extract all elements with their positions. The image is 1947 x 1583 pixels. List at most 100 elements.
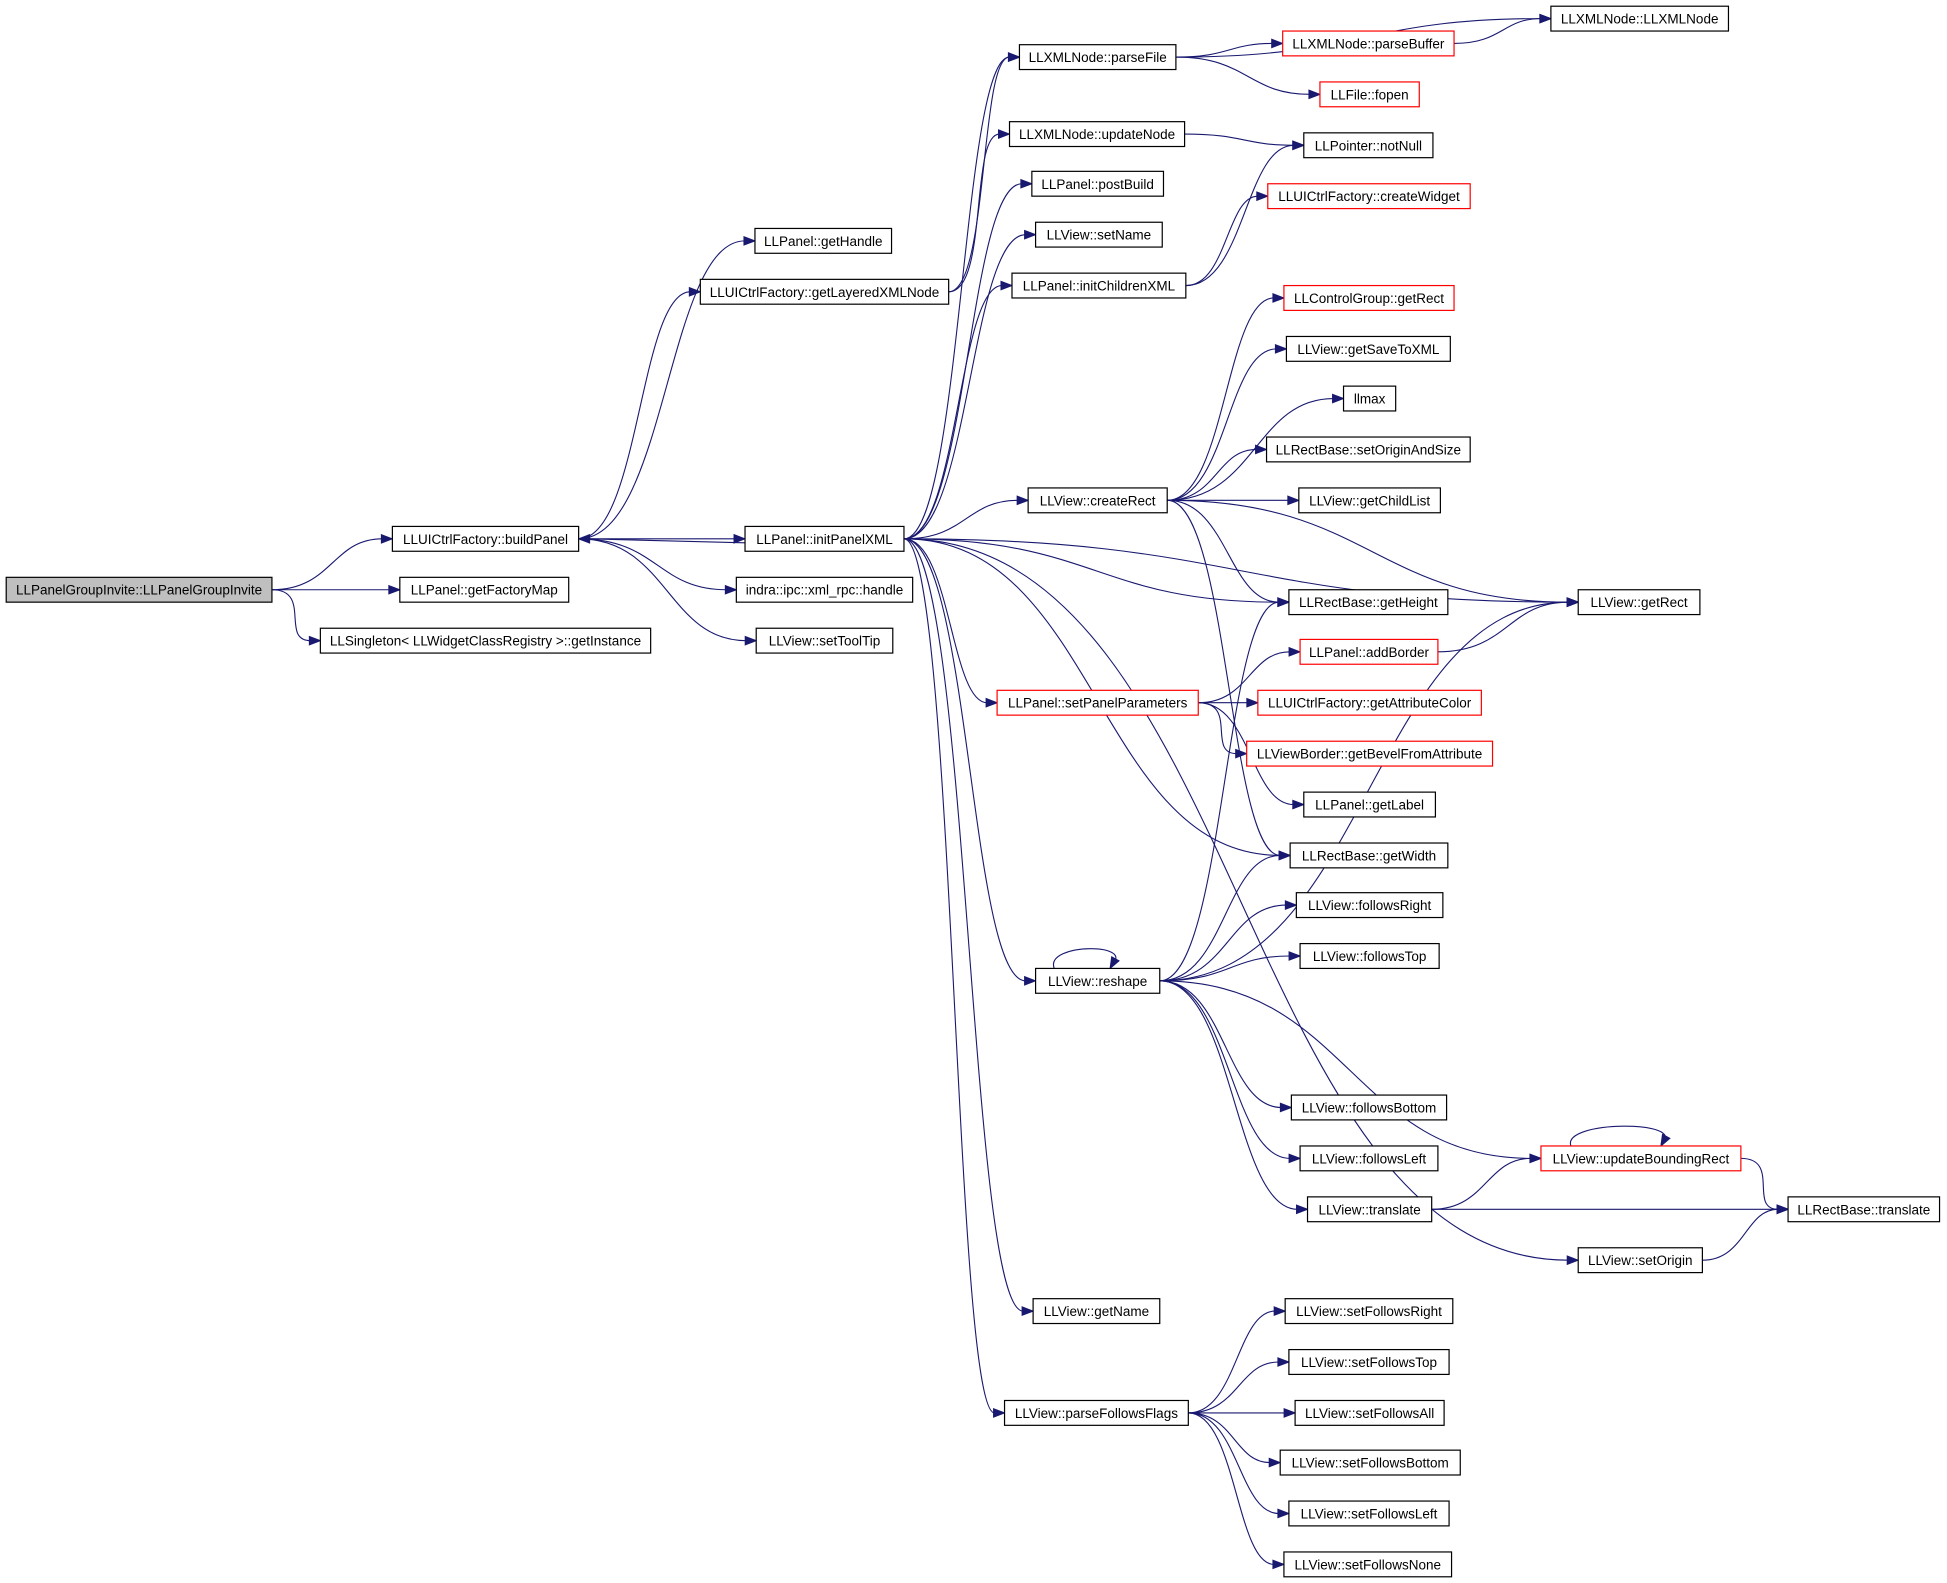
node-label: LLControlGroup::getRect	[1294, 291, 1444, 306]
node-parse-file[interactable]: LLXMLNode::parseFile	[1018, 44, 1177, 71]
node-set-name[interactable]: LLView::setName	[1034, 221, 1163, 248]
edge-reshape-to-update-bounding-rect	[1159, 980, 1543, 1164]
edge-init-panel-xml-to-create-rect	[903, 495, 1030, 540]
node-not-null[interactable]: LLPointer::notNull	[1303, 132, 1434, 159]
node-parse-follows-flags[interactable]: LLView::parseFollowsFlags	[1003, 1399, 1189, 1426]
edge-init-panel-xml-to-build-panel	[577, 533, 746, 544]
node-update-node[interactable]: LLXMLNode::updateNode	[1008, 121, 1186, 148]
node-get-handle[interactable]: LLPanel::getHandle	[754, 227, 893, 254]
node-box	[1290, 1094, 1448, 1121]
node-box	[1265, 436, 1471, 463]
node-get-instance[interactable]: LLSingleton< LLWidgetClassRegistry >::ge…	[319, 627, 652, 654]
node-label: LLView::setFollowsAll	[1305, 1406, 1434, 1421]
node-fopen[interactable]: LLFile::fopen	[1319, 81, 1420, 108]
node-reshape[interactable]: LLView::reshape	[1034, 967, 1161, 994]
node-create-rect[interactable]: LLView::createRect	[1027, 487, 1168, 514]
node-follows-right[interactable]: LLView::followsRight	[1295, 892, 1444, 919]
edge-reshape-to-get-width	[1159, 850, 1292, 982]
node-get-height[interactable]: LLRectBase::getHeight	[1288, 589, 1449, 616]
node-box	[755, 627, 894, 654]
node-label: LLViewBorder::getBevelFromAttribute	[1257, 747, 1482, 762]
node-set-tool-tip[interactable]: LLView::setToolTip	[755, 627, 894, 654]
node-set-follows-top[interactable]: LLView::setFollowsTop	[1288, 1348, 1450, 1376]
node-label: LLView::parseFollowsFlags	[1015, 1406, 1178, 1421]
node-get-name[interactable]: LLView::getName	[1032, 1298, 1161, 1325]
node-box	[1284, 1298, 1454, 1325]
node-translate[interactable]: LLView::translate	[1306, 1196, 1433, 1223]
node-set-follows-all[interactable]: LLView::setFollowsAll	[1294, 1399, 1445, 1426]
node-label: LLView::setToolTip	[769, 634, 881, 649]
node-box	[1577, 589, 1701, 616]
node-label: LLPanel::initPanelXML	[756, 532, 893, 547]
node-box	[1577, 1247, 1703, 1274]
node-set-follows-left[interactable]: LLView::setFollowsLeft	[1288, 1500, 1450, 1527]
node-llmax[interactable]: llmax	[1342, 385, 1397, 412]
node-post-build[interactable]: LLPanel::postBuild	[1031, 170, 1165, 197]
node-set-origin[interactable]: LLView::setOrigin	[1577, 1247, 1703, 1274]
node-layer: LLPanelGroupInvite::LLPanelGroupInviteLL…	[5, 5, 1941, 1578]
node-box	[319, 627, 652, 654]
node-box	[1303, 791, 1437, 818]
node-label: LLView::setFollowsTop	[1301, 1355, 1437, 1370]
edge-reshape-to-reshape	[1053, 948, 1120, 970]
node-build-panel[interactable]: LLUICtrlFactory::buildPanel	[391, 525, 580, 552]
node-xml-node-ctor[interactable]: LLXMLNode::LLXMLNode	[1550, 5, 1730, 32]
edge-init-panel-xml-to-reshape	[903, 538, 1037, 986]
node-label: LLView::setName	[1047, 228, 1152, 243]
edge-parse-follows-flags-to-set-follows-right	[1188, 1306, 1287, 1414]
edge-parse-buffer-to-xml-node-ctor	[1454, 13, 1553, 45]
node-init-children-xml[interactable]: LLPanel::initChildrenXML	[1011, 272, 1187, 299]
node-set-origin-and-size[interactable]: LLRectBase::setOriginAndSize	[1265, 436, 1471, 463]
node-label: LLSingleton< LLWidgetClassRegistry >::ge…	[330, 634, 641, 649]
node-box	[1342, 385, 1397, 412]
node-box	[1018, 44, 1177, 71]
node-get-factory-map[interactable]: LLPanel::getFactoryMap	[399, 576, 570, 603]
edge-init-panel-xml-to-init-children-xml	[903, 280, 1014, 540]
edge-build-panel-to-get-layered-xmlnode	[578, 286, 702, 540]
node-create-widget[interactable]: LLUICtrlFactory::createWidget	[1267, 183, 1471, 210]
node-parse-buffer[interactable]: LLXMLNode::parseBuffer	[1282, 30, 1455, 57]
node-xmlrpc-handle[interactable]: indra::ipc::xml_rpc::handle	[735, 576, 914, 603]
node-label: LLPanel::getFactoryMap	[411, 583, 558, 598]
node-root[interactable]: LLPanelGroupInvite::LLPanelGroupInvite	[5, 576, 273, 603]
node-label: LLXMLNode::LLXMLNode	[1561, 12, 1719, 27]
node-box	[1027, 487, 1168, 514]
edge-add-border-to-view-get-rect	[1437, 597, 1580, 653]
edge-parse-follows-flags-to-set-follows-all	[1188, 1407, 1297, 1418]
edge-create-rect-to-set-origin-and-size	[1167, 444, 1268, 501]
node-label: LLView::getRect	[1591, 595, 1688, 610]
node-follows-top[interactable]: LLView::followsTop	[1299, 942, 1440, 970]
node-label: LLPanel::initChildrenXML	[1023, 279, 1176, 294]
node-rect-translate[interactable]: LLRectBase::translate	[1787, 1196, 1941, 1223]
node-get-layered-xmlnode[interactable]: LLUICtrlFactory::getLayeredXMLNode	[699, 278, 950, 305]
node-get-width[interactable]: LLRectBase::getWidth	[1289, 842, 1449, 869]
node-view-get-rect[interactable]: LLView::getRect	[1577, 589, 1701, 616]
node-set-follows-none[interactable]: LLView::setFollowsNone	[1283, 1551, 1453, 1578]
node-box	[1299, 638, 1439, 665]
node-label: LLPanel::getLabel	[1315, 798, 1424, 813]
node-add-border[interactable]: LLPanel::addBorder	[1299, 638, 1439, 665]
node-get-bevel-from-attribute[interactable]: LLViewBorder::getBevelFromAttribute	[1246, 740, 1494, 767]
node-box	[1246, 740, 1494, 767]
node-follows-left[interactable]: LLView::followsLeft	[1299, 1145, 1439, 1172]
node-get-attribute-color[interactable]: LLUICtrlFactory::getAttributeColor	[1257, 689, 1482, 716]
node-get-save-to-xml[interactable]: LLView::getSaveToXML	[1285, 335, 1451, 362]
node-follows-bottom[interactable]: LLView::followsBottom	[1290, 1094, 1448, 1121]
node-label: LLView::createRect	[1040, 493, 1156, 508]
node-get-child-list[interactable]: LLView::getChildList	[1298, 487, 1441, 514]
node-label: LLUICtrlFactory::buildPanel	[403, 532, 568, 547]
edge-parse-follows-flags-to-set-follows-top	[1188, 1357, 1291, 1414]
node-get-label[interactable]: LLPanel::getLabel	[1303, 791, 1437, 818]
node-update-bounding-rect[interactable]: LLView::updateBoundingRect	[1540, 1145, 1742, 1172]
node-init-panel-xml[interactable]: LLPanel::initPanelXML	[744, 525, 905, 552]
edge-reshape-to-follows-right	[1159, 900, 1298, 982]
node-cg-get-rect[interactable]: LLControlGroup::getRect	[1283, 284, 1455, 311]
edge-set-panel-parameters-to-add-border	[1198, 646, 1302, 704]
node-label: LLRectBase::translate	[1797, 1202, 1930, 1217]
edge-init-panel-xml-to-get-name	[903, 538, 1035, 1317]
node-set-follows-bottom[interactable]: LLView::setFollowsBottom	[1279, 1449, 1461, 1476]
node-box	[391, 525, 580, 552]
node-set-follows-right[interactable]: LLView::setFollowsRight	[1284, 1298, 1454, 1325]
edge-translate-to-rect-translate	[1431, 1204, 1790, 1215]
node-set-panel-parameters[interactable]: LLPanel::setPanelParameters	[996, 689, 1199, 716]
